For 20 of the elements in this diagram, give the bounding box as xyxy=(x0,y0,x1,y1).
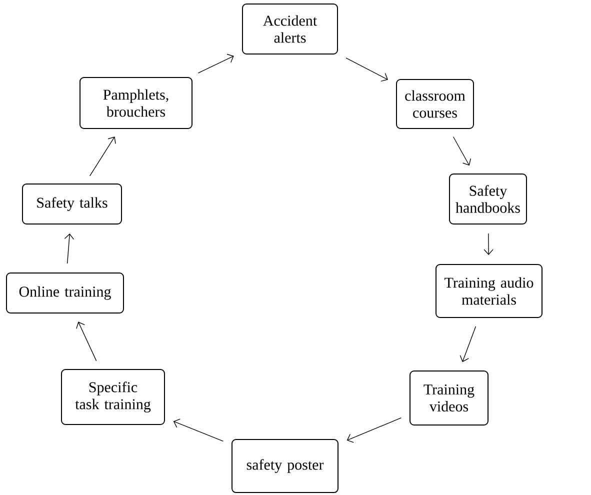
arrow xyxy=(76,322,97,362)
process-box: classroom courses xyxy=(396,79,474,129)
process-box: Specific task training xyxy=(61,369,165,425)
arrow xyxy=(346,418,402,443)
arrow xyxy=(460,326,476,362)
arrow xyxy=(89,136,116,176)
arrow xyxy=(173,418,224,442)
arrow xyxy=(484,233,494,255)
arrow xyxy=(346,58,388,82)
process-box: Pamphlets, brouchers xyxy=(80,77,192,129)
process-box: Safety handbooks xyxy=(449,174,527,224)
arrow xyxy=(452,136,471,166)
arrow xyxy=(198,54,234,74)
process-box: Accident alerts xyxy=(242,4,338,54)
arrow xyxy=(64,233,74,264)
process-box: Online training xyxy=(6,272,124,314)
process-box: Training audio materials xyxy=(436,264,542,318)
process-box: safety poster xyxy=(232,439,338,493)
process-box: Training videos xyxy=(410,370,488,426)
process-box: Safety talks xyxy=(22,184,122,224)
